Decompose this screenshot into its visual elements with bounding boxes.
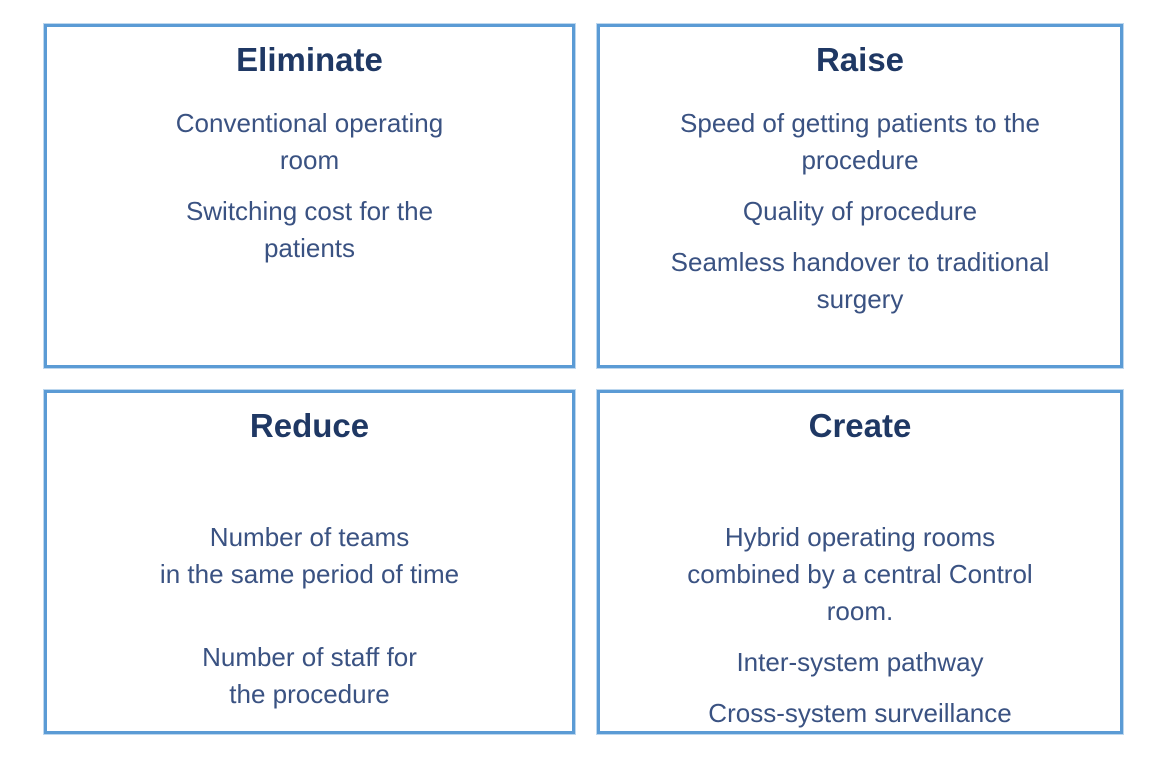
reduce-item: Number of teams in the same period of ti…: [159, 522, 460, 589]
quadrant-eliminate: Eliminate Conventional operating room Sw…: [44, 24, 575, 368]
quadrant-raise: Raise Speed of getting patients to the p…: [597, 24, 1123, 368]
reduce-item: Number of staff for the procedure: [202, 642, 417, 709]
raise-item: Speed of getting patients to the procedu…: [680, 108, 1040, 175]
raise-item: Seamless handover to traditional surgery: [670, 247, 1050, 314]
create-item: Cross-system surveillance: [708, 698, 1012, 728]
quadrant-reduce-title: Reduce: [249, 407, 370, 444]
quadrant-eliminate-title: Eliminate: [236, 41, 383, 78]
errc-grid: Eliminate Conventional operating room Sw…: [44, 24, 1123, 734]
eliminate-item: Conventional operating room: [175, 108, 444, 175]
quadrant-reduce-items: Number of teams in the same period of ti…: [47, 519, 572, 713]
create-item: Hybrid operating rooms combined by a cen…: [687, 522, 1033, 626]
create-item: Inter-system pathway: [736, 647, 984, 677]
eliminate-item: Switching cost for the patients: [185, 196, 434, 263]
raise-item: Quality of procedure: [742, 196, 978, 226]
quadrant-reduce: Reduce Number of teams in the same perio…: [44, 390, 575, 734]
quadrant-create: Create Hybrid operating rooms combined b…: [597, 390, 1123, 734]
quadrant-eliminate-items: Conventional operating room Switching co…: [47, 105, 572, 267]
quadrant-create-items: Hybrid operating rooms combined by a cen…: [600, 519, 1120, 731]
quadrant-create-title: Create: [808, 407, 912, 444]
quadrant-raise-items: Speed of getting patients to the procedu…: [600, 105, 1120, 318]
quadrant-raise-title: Raise: [815, 41, 905, 78]
